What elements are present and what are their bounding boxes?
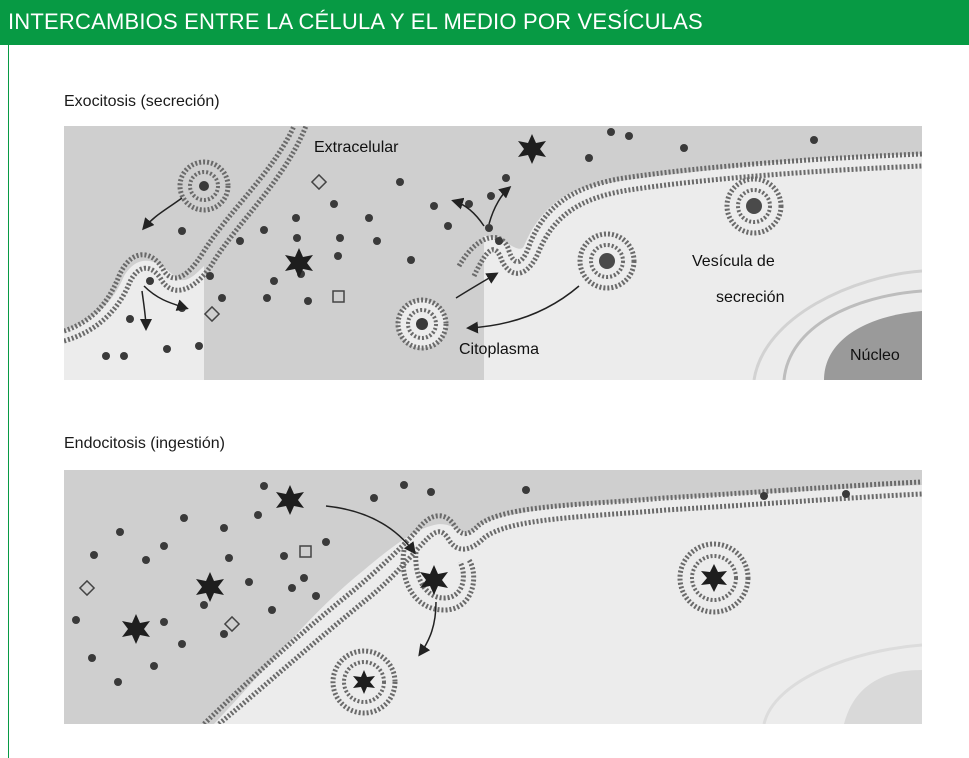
endocitosis-svg (64, 470, 922, 724)
vesicle-endo-2 (677, 541, 751, 615)
vesicle-near-membrane (395, 297, 449, 351)
label-nucleo: Núcleo (850, 347, 900, 364)
exocitosis-svg: Extracelular Vesícula de secreción Citop… (64, 126, 922, 380)
exocitosis-title: Exocitosis (secreción) (64, 93, 220, 110)
membrane-right (456, 151, 922, 278)
header-bar: INTERCAMBIOS ENTRE LA CÉLULA Y EL MEDIO … (0, 0, 969, 45)
vesicle-cytoplasm-1 (577, 231, 637, 291)
vesicle-endo-1 (330, 648, 398, 716)
vesicle-cytoplasm-2 (724, 176, 784, 236)
exocitosis-diagram: Extracelular Vesícula de secreción Citop… (64, 126, 922, 380)
left-frame-line (8, 45, 9, 758)
membrane-left (64, 126, 309, 344)
membrane-endo (202, 479, 922, 724)
cytoplasm-bg (484, 154, 922, 380)
particles (102, 128, 818, 360)
label-vesicula-1: Vesícula de (692, 253, 775, 270)
invagination (400, 549, 477, 613)
label-vesicula-2: secreción (716, 289, 784, 306)
endocitosis-diagram (64, 470, 922, 724)
label-citoplasma: Citoplasma (459, 341, 539, 358)
endocitosis-title: Endocitosis (ingestión) (64, 435, 225, 452)
particles-endo (72, 481, 850, 686)
label-extracelular: Extracelular (314, 139, 399, 156)
nucleus-shape (824, 311, 922, 380)
page-title: INTERCAMBIOS ENTRE LA CÉLULA Y EL MEDIO … (8, 9, 703, 34)
vesicle-budding-left (177, 159, 231, 213)
